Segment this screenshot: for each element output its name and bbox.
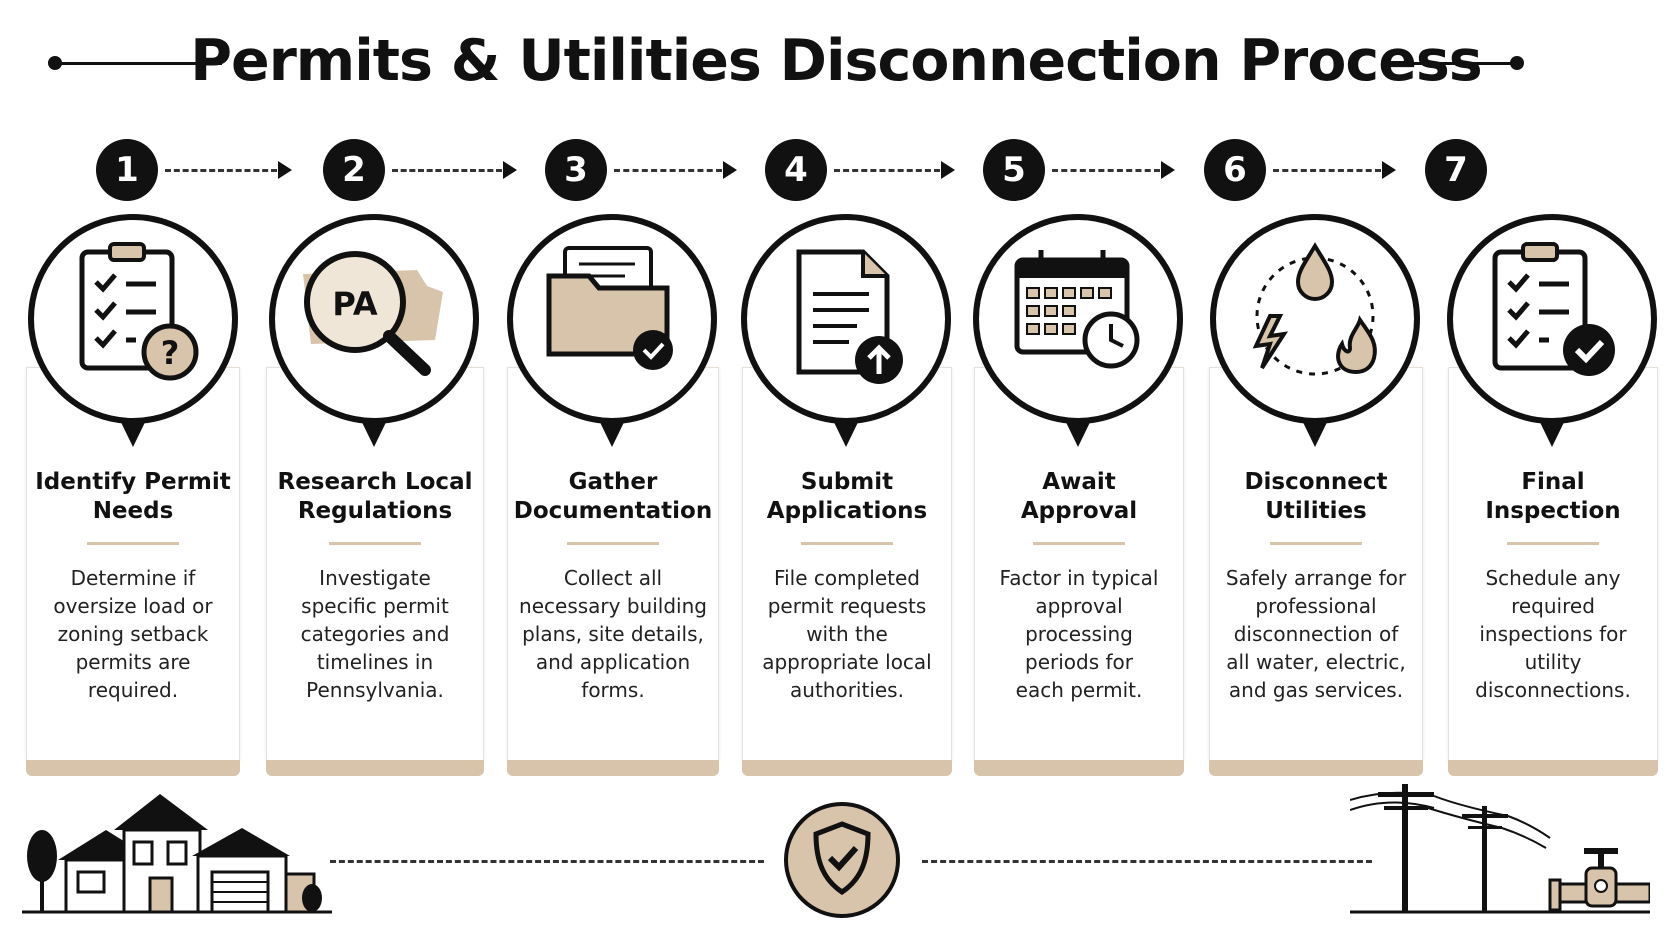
card-base — [26, 760, 240, 776]
step-description: Collect all necessary building plans, si… — [519, 566, 707, 702]
step-number-4: 4 — [765, 139, 827, 201]
calendar-clock-icon — [1014, 250, 1140, 369]
map-state-label: PA — [332, 285, 378, 323]
step-arrow-2 — [392, 169, 502, 172]
arrow-head-icon — [1382, 161, 1396, 179]
step-7-emblem — [1445, 212, 1659, 452]
step-number-7: 7 — [1425, 139, 1487, 201]
arrow-head-icon — [723, 161, 737, 179]
step-title: Submit Applications — [766, 469, 928, 524]
step-title: Disconnect Utilities — [1244, 469, 1388, 524]
step-arrow-1 — [165, 169, 277, 172]
step-2-emblem: PA — [267, 212, 481, 452]
step-title: Identify Permit Needs — [35, 469, 231, 524]
step-description: Safely arrange for professional disconne… — [1225, 566, 1407, 702]
arrow-head-icon — [941, 161, 955, 179]
step-title: Gather Documentation — [513, 469, 713, 524]
folder-check-icon — [546, 246, 673, 370]
step-arrow-3 — [614, 169, 722, 172]
power-poles-icon — [1350, 784, 1650, 914]
step-number-3: 3 — [545, 139, 607, 201]
step-6-emblem — [1208, 212, 1422, 452]
step-card-4: Submit Applications File completed permi… — [742, 367, 952, 776]
page-title: Permits & Utilities Disconnection Proces… — [190, 28, 1482, 94]
step-arrow-6 — [1273, 169, 1381, 172]
arrow-head-icon — [278, 161, 292, 179]
title-divider — [1033, 542, 1125, 545]
step-title: Research Local Regulations — [277, 469, 473, 524]
title-right-dot — [1510, 56, 1524, 70]
card-base — [742, 760, 952, 776]
step-number-1: 1 — [96, 139, 158, 201]
title-divider — [329, 542, 421, 545]
title-right-line — [1394, 62, 1518, 65]
card-base — [1209, 760, 1423, 776]
arrow-head-icon — [1161, 161, 1175, 179]
svg-text:?: ? — [161, 334, 180, 372]
title-left-line — [56, 62, 222, 65]
step-card-6: Disconnect Utilities Safely arrange for … — [1209, 367, 1423, 776]
arrow-head-icon — [503, 161, 517, 179]
title-divider — [801, 542, 893, 545]
step-number-5: 5 — [983, 139, 1045, 201]
gas-valve-icon — [1548, 848, 1650, 912]
step-number-2: 2 — [323, 139, 385, 201]
step-arrow-5 — [1052, 169, 1160, 172]
card-base — [266, 760, 484, 776]
title-divider — [567, 542, 659, 545]
footer-dash-left — [330, 860, 764, 863]
card-base — [974, 760, 1184, 776]
clipboard-question-icon: ? — [79, 242, 199, 381]
document-upload-icon — [796, 249, 903, 384]
title-divider — [1507, 542, 1599, 545]
card-base — [1448, 760, 1658, 776]
title-divider — [87, 542, 179, 545]
footer-dash-right — [922, 860, 1372, 863]
shield-check-icon — [784, 802, 900, 918]
step-description: Factor in typical approval processing pe… — [999, 566, 1159, 702]
step-description: Determine if oversize load or zoning set… — [53, 566, 213, 702]
step-description: File completed permit requests with the … — [762, 566, 932, 702]
title-divider — [1270, 542, 1362, 545]
step-1-emblem: ? — [26, 212, 240, 452]
utilities-cycle-icon — [1252, 242, 1377, 376]
step-number-6: 6 — [1204, 139, 1266, 201]
clipboard-check-icon — [1492, 242, 1615, 376]
title-left-dot — [48, 56, 62, 70]
step-title: Await Approval — [1020, 469, 1138, 524]
step-arrow-4 — [834, 169, 940, 172]
card-base — [507, 760, 719, 776]
step-title: Final Inspection — [1485, 469, 1621, 524]
step-description: Schedule any required inspections for ut… — [1475, 566, 1631, 702]
step-5-emblem — [971, 212, 1185, 452]
step-description: Investigate specific permit categories a… — [300, 566, 450, 702]
magnifier-pa-icon: PA — [303, 251, 443, 376]
title-row: Permits & Utilities Disconnection Proces… — [0, 22, 1672, 102]
house-icon — [22, 794, 332, 914]
step-4-emblem — [739, 212, 953, 452]
step-3-emblem — [505, 212, 719, 452]
